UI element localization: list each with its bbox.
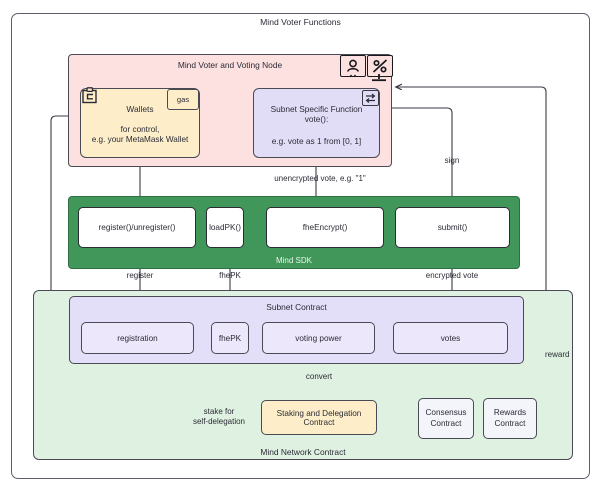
edge-label-reward: reward (545, 350, 570, 359)
contract-node-votes[interactable]: votes (393, 322, 508, 354)
subnet-function-body: e.g. vote as 1 from [0, 1] (271, 136, 362, 146)
contract-node-registration[interactable]: registration (81, 322, 194, 354)
edge-label-sign: sign (444, 156, 460, 165)
wallet-icon (82, 87, 97, 104)
mind-sdk-title: Mind SDK (275, 256, 312, 265)
edge-label-encrypted-vote: encrypted vote (425, 271, 479, 280)
sdk-node-register[interactable]: register()/unregister() (78, 207, 196, 248)
percent-monitor-icon (367, 55, 393, 77)
monitor-stand-icon (372, 74, 386, 82)
sdk-node-fheencrypt[interactable]: fheEncrypt() (266, 207, 384, 248)
edge-label-stake-self-delegation: stake for self-delegation (192, 407, 246, 426)
edge-label-fhepk: fhePK (219, 271, 241, 280)
wallets-gas-badge: gas (167, 89, 199, 110)
consensus-contract-node[interactable]: Consensus Contract (418, 398, 474, 439)
swap-arrows-icon (362, 90, 379, 106)
voter-person-icon (340, 55, 366, 80)
mind-network-contract-title: Mind Network Contract (260, 447, 346, 457)
wallets-body: for control, e.g. your MetaMask Wallet (91, 125, 189, 145)
edge-label-register: register (126, 271, 154, 280)
rewards-contract-node[interactable]: Rewards Contract (483, 398, 537, 439)
subnet-contract-title: Subnet Contract (266, 302, 327, 312)
contract-node-fhepk[interactable]: fhePK (211, 322, 249, 354)
contract-node-voting-power[interactable]: voting power (262, 322, 375, 354)
wallets-title: Wallets (126, 104, 154, 114)
mind-voter-node-title: Mind Voter and Voting Node (177, 60, 283, 70)
sdk-node-loadpk[interactable]: loadPK() (206, 207, 244, 248)
subnet-function-title: Subnet Specific Function vote(): (270, 104, 363, 125)
diagram-title: Mind Voter Functions (260, 17, 341, 27)
subnet-specific-function-node (253, 88, 380, 158)
staking-delegation-contract-node[interactable]: Staking and Delegation Contract (261, 400, 377, 435)
sdk-node-submit[interactable]: submit() (395, 207, 510, 248)
edge-label-unencrypted-vote: unencrypted vote, e.g. "1" (274, 174, 366, 183)
edge-label-convert: convert (305, 372, 333, 381)
